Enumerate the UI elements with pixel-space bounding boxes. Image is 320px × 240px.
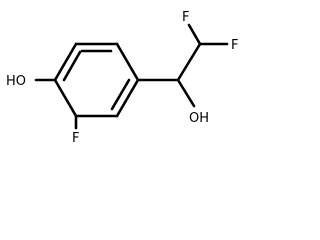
ring-bond-3 (115, 78, 140, 118)
ring-double-bond-left (62, 50, 82, 82)
ring-bond-6 (53, 42, 78, 82)
fluoro-top-1-label: F (182, 10, 189, 25)
ring-bond-5 (53, 78, 78, 118)
hydroxyl-left-label: HO (6, 74, 26, 89)
ring-double-bond-right (110, 78, 131, 111)
fluoro-top-2-label: F (231, 38, 238, 53)
structure-diagram: HO F F F OH (6, 10, 238, 146)
bond-carbinol-chf2 (176, 42, 202, 82)
fluoro-ring-label: F (72, 131, 79, 146)
benzene-ring (53, 42, 140, 118)
bond-carbinol-oh (176, 78, 196, 108)
hydroxyl-side-label: OH (189, 111, 209, 126)
bond-chf2-f-left (187, 23, 202, 46)
ring-bond-2 (115, 42, 140, 82)
